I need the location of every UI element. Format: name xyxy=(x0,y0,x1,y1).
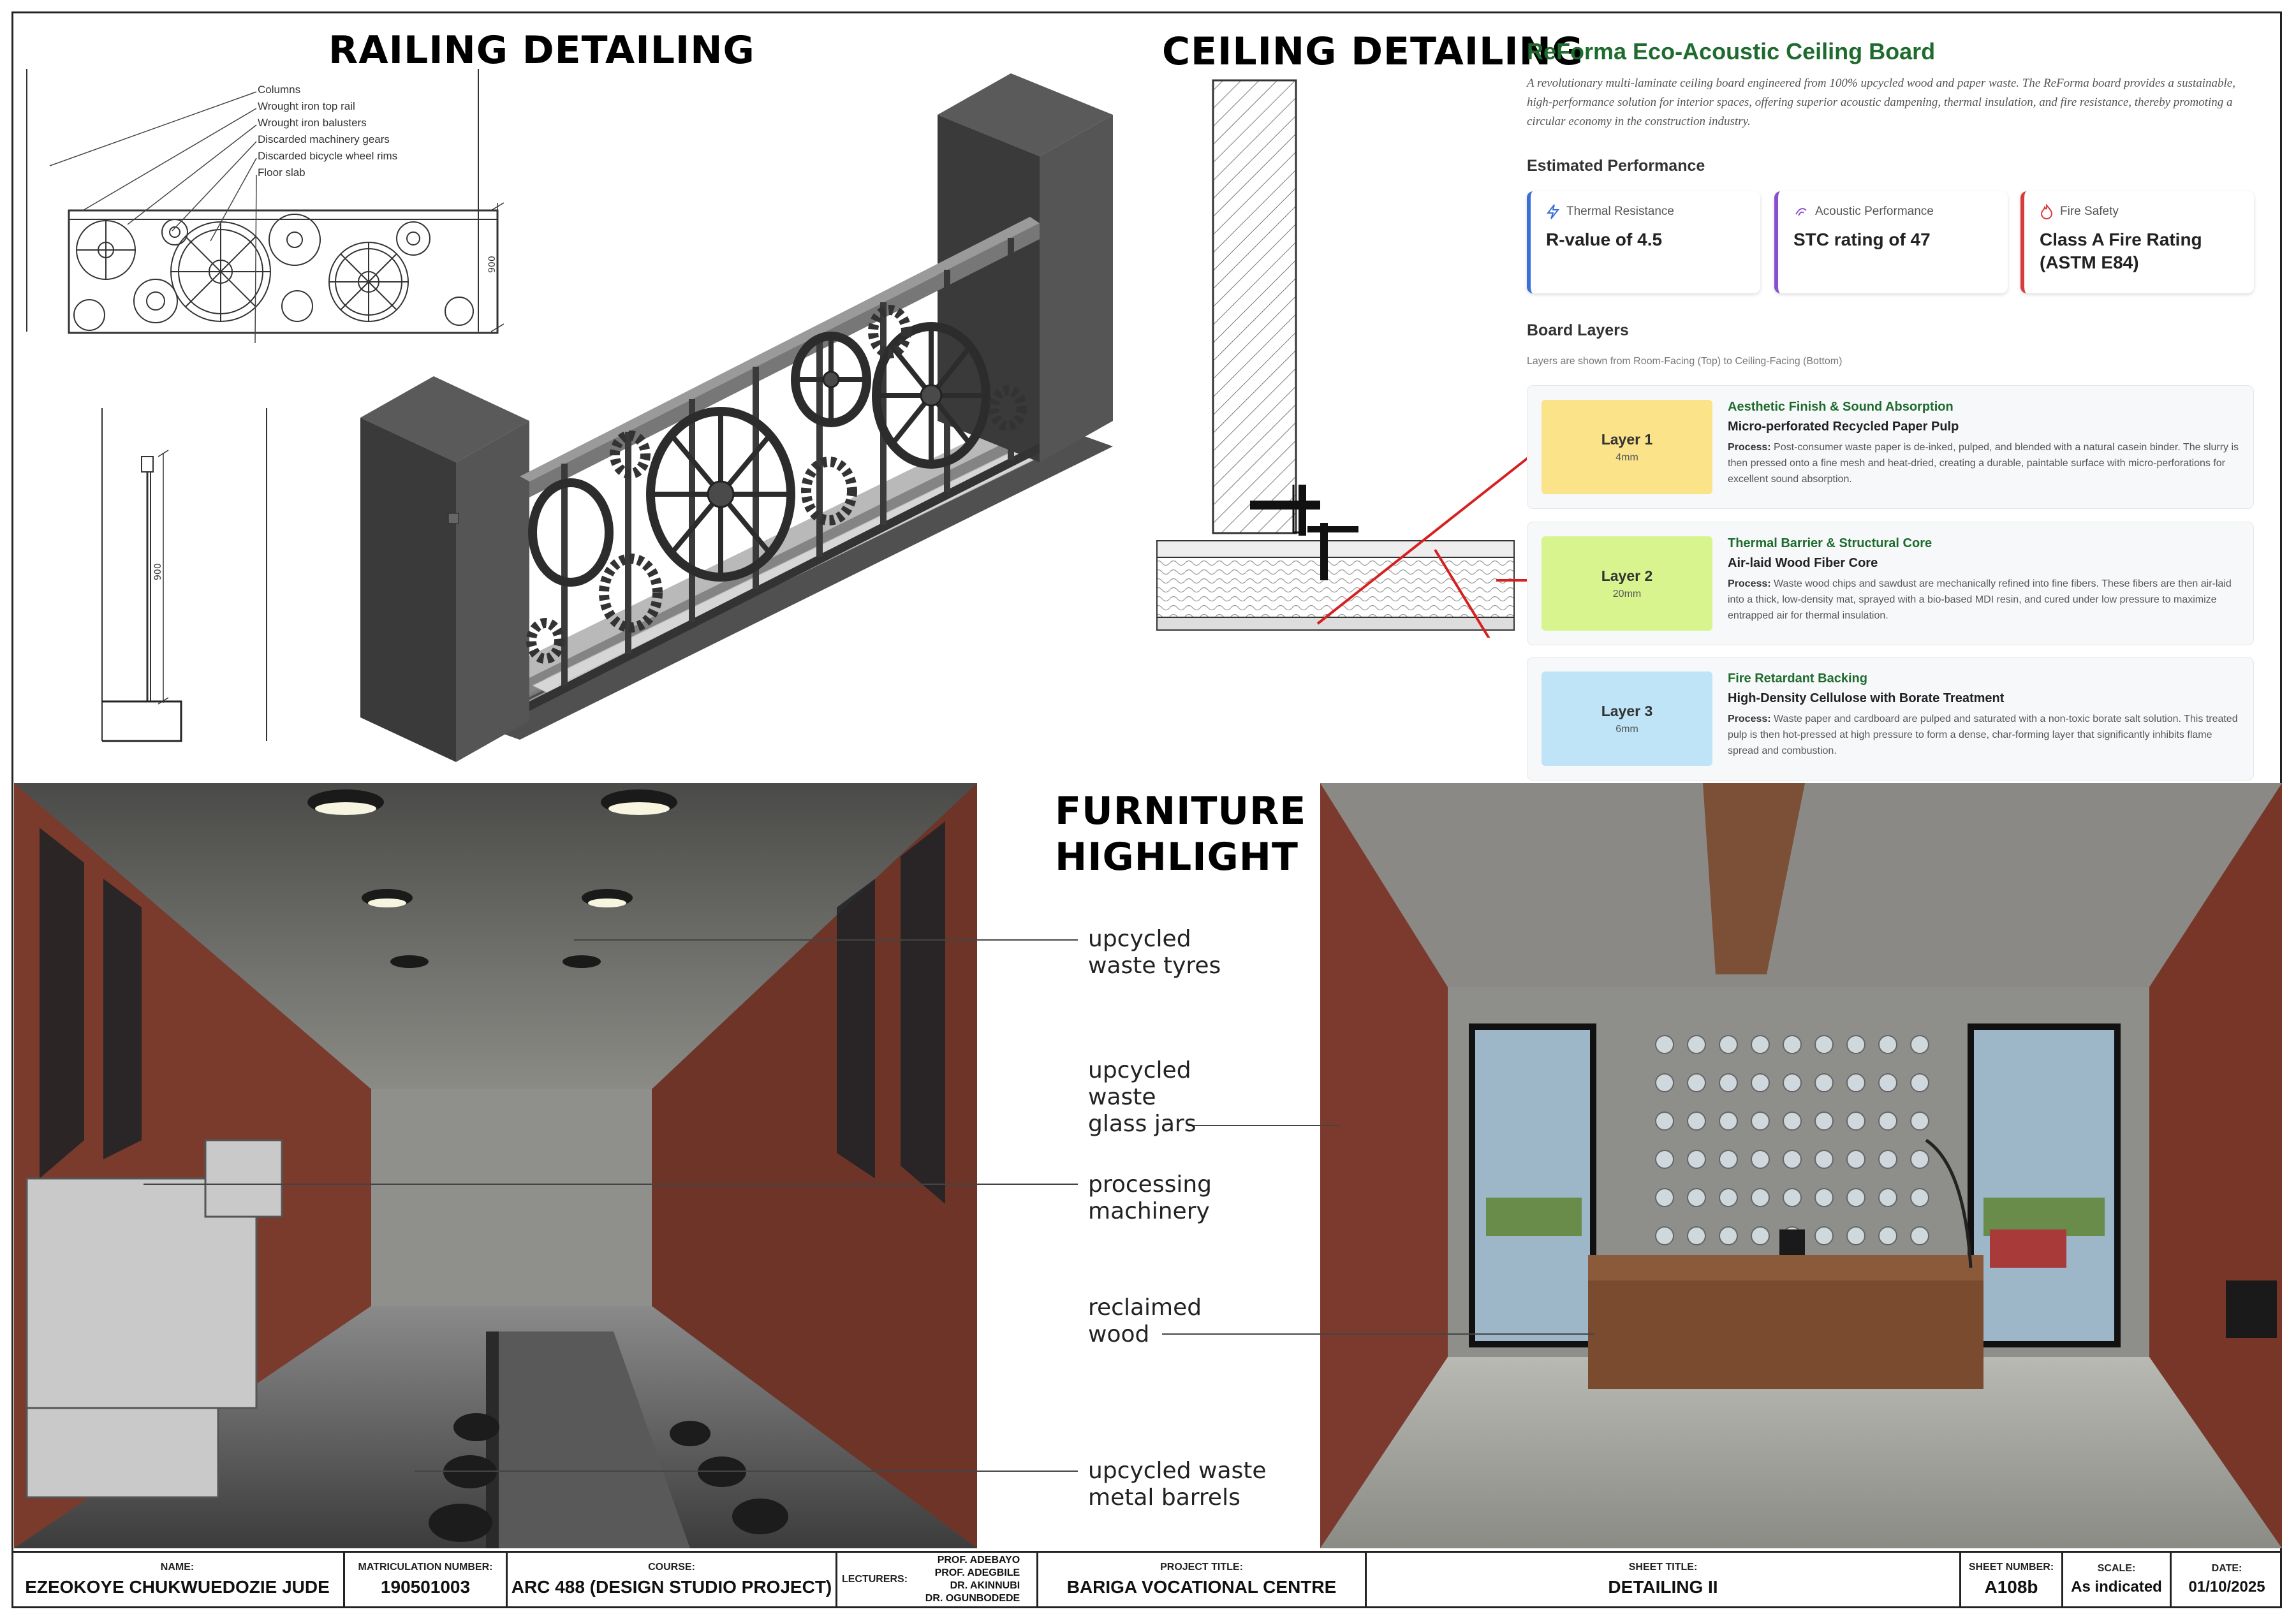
layer-2-title: Thermal Barrier & Structural Core xyxy=(1728,536,1932,550)
project-label: PROJECT TITLE: xyxy=(1160,1562,1243,1573)
scale-value: As indicated xyxy=(2071,1578,2162,1595)
course-label: COURSE: xyxy=(648,1562,695,1573)
titleblock-matric: MATRICULATION NUMBER: 190501003 xyxy=(343,1551,506,1608)
legend-gears: Discarded machinery gears xyxy=(258,133,390,145)
acoustic-label: Acoustic Performance xyxy=(1815,205,1934,218)
sheet-number: A108b xyxy=(1984,1577,2038,1597)
layer-2-chip: Layer 2 20mm xyxy=(1542,536,1712,631)
legend-top-rail: Wrought iron top rail xyxy=(258,100,355,112)
sheet-number-label: SHEET NUMBER: xyxy=(1968,1562,2054,1573)
layer-2-process: Waste wood chips and sawdust are mechani… xyxy=(1728,578,2232,621)
callout-reclaimed-wood: reclaimed wood xyxy=(1088,1295,1202,1347)
layer-2-process-label: Process: xyxy=(1728,578,1771,589)
layer-1-size: 4mm xyxy=(1615,451,1638,463)
layer-3-process-label: Process: xyxy=(1728,714,1771,724)
callout-processing-machinery: processing machinery xyxy=(1088,1171,1212,1224)
titleblock-name: NAME: EZEOKOYE CHUKWUEDOZIE JUDE xyxy=(11,1551,343,1608)
lecturer-3: DR. AKINNUBI xyxy=(950,1580,1020,1591)
layer-1-process: Post-consumer waste paper is de-inked, p… xyxy=(1728,442,2239,485)
layer-3-size: 6mm xyxy=(1615,723,1638,735)
lecturer-4: DR. OGUNBODEDE xyxy=(925,1593,1020,1604)
layer-3-subtitle: High-Density Cellulose with Borate Treat… xyxy=(1728,691,2005,705)
lecturer-2: PROF. ADEGBILE xyxy=(934,1567,1020,1578)
thermal-label: Thermal Resistance xyxy=(1566,205,1674,218)
acoustic-card: Acoustic Performance STC rating of 47 xyxy=(1774,191,2008,293)
matric-number: 190501003 xyxy=(380,1577,471,1597)
reception-render xyxy=(1320,783,2282,1548)
sheet-title-label: SHEET TITLE: xyxy=(1628,1562,1698,1573)
legend-floor-slab: Floor slab xyxy=(258,166,305,179)
ceiling-section-drawing xyxy=(1156,79,1531,638)
layer-1-subtitle: Micro-perforated Recycled Paper Pulp xyxy=(1728,420,1959,434)
titleblock-top-border xyxy=(11,1551,2282,1553)
layer-3-title: Fire Retardant Backing xyxy=(1728,671,1867,686)
layer-1-process-label: Process: xyxy=(1728,442,1771,453)
railing-section-drawing: 900 xyxy=(101,408,267,742)
titleblock-lecturers: PROF. ADEBAYO PROF. ADEGBILE DR. AKINNUB… xyxy=(912,1551,1033,1608)
fire-label: Fire Safety xyxy=(2060,205,2119,218)
callout-metal-barrels: upcycled waste metal barrels xyxy=(1088,1458,1267,1511)
board-layers-heading: Board Layers xyxy=(1527,321,1629,339)
thermal-card: Thermal Resistance R-value of 4.5 xyxy=(1527,191,1760,293)
furniture-title-line1: FURNITURE xyxy=(1055,789,1307,833)
railing-legend: Columns Wrought iron top rail Wrought ir… xyxy=(258,82,397,181)
layer-3-chip: Layer 3 6mm xyxy=(1542,671,1712,766)
titleblock-scale: SCALE: As indicated xyxy=(2061,1551,2170,1608)
date-value: 01/10/2025 xyxy=(2188,1578,2265,1595)
project-title: BARIGA VOCATIONAL CENTRE xyxy=(1066,1577,1337,1597)
ceiling-title: CEILING DETAILING xyxy=(1162,29,1584,74)
legend-columns: Columns xyxy=(258,84,301,96)
sound-wave-icon xyxy=(1795,208,1807,216)
performance-heading: Estimated Performance xyxy=(1527,157,1705,175)
reforma-description: A revolutionary multi-laminate ceiling b… xyxy=(1527,77,2235,128)
titleblock-project: PROJECT TITLE: BARIGA VOCATIONAL CENTRE xyxy=(1036,1551,1365,1608)
course-value: ARC 488 (DESIGN STUDIO PROJECT) xyxy=(511,1577,832,1597)
layer-card-1: Layer 1 4mm Aesthetic Finish & Sound Abs… xyxy=(1527,385,2254,509)
legend-wheel-rims: Discarded bicycle wheel rims xyxy=(258,150,398,162)
name-label: NAME: xyxy=(160,1562,195,1573)
titleblock-sheet-number: SHEET NUMBER: A108b xyxy=(1959,1551,2061,1608)
layer-3-process: Waste paper and cardboard are pulped and… xyxy=(1728,714,2238,756)
sheet-title: DETAILING II xyxy=(1608,1577,1718,1597)
titleblock-sheet-title: SHEET TITLE: DETAILING II xyxy=(1365,1551,1959,1608)
acoustic-value: STC rating of 47 xyxy=(1793,230,1931,249)
callout-waste-tyres: upcycled waste tyres xyxy=(1088,926,1221,979)
elevation-dimension-label: 900 xyxy=(487,256,497,273)
reforma-heading: ReForma Eco-Acoustic Ceiling Board xyxy=(1527,38,1936,64)
layer-2-size: 20mm xyxy=(1612,588,1642,599)
scale-label: SCALE: xyxy=(2097,1563,2136,1574)
board-layers-note: Layers are shown from Room-Facing (Top) … xyxy=(1527,356,1843,367)
callout-glass-jars: upcycled waste glass jars xyxy=(1088,1057,1196,1137)
student-name: EZEOKOYE CHUKWUEDOZIE JUDE xyxy=(25,1577,330,1597)
bolt-icon xyxy=(1546,204,1560,219)
titleblock-course: COURSE: ARC 488 (DESIGN STUDIO PROJECT) xyxy=(506,1551,835,1608)
matric-label: MATRICULATION NUMBER: xyxy=(358,1562,493,1573)
thermal-value: R-value of 4.5 xyxy=(1546,230,1663,249)
layer-3-name: Layer 3 xyxy=(1601,702,1653,719)
layer-2-name: Layer 2 xyxy=(1601,567,1653,584)
furniture-title-line2: HIGHLIGHT xyxy=(1055,835,1299,879)
furniture-title: FURNITURE HIGHLIGHT xyxy=(1055,788,1306,880)
flame-icon xyxy=(2040,204,2053,219)
layer-card-2: Layer 2 20mm Thermal Barrier & Structura… xyxy=(1527,522,2254,645)
layer-card-3: Layer 3 6mm Fire Retardant Backing High-… xyxy=(1527,657,2254,781)
section-dimension-label: 900 xyxy=(153,563,163,580)
titleblock-date: DATE: 01/10/2025 xyxy=(2170,1551,2282,1608)
legend-balusters: Wrought iron balusters xyxy=(258,117,367,129)
dining-hall-render xyxy=(14,783,977,1548)
titleblock-lecturers-label-cell: LECTURERS: xyxy=(835,1551,912,1608)
layer-1-title: Aesthetic Finish & Sound Absorption xyxy=(1728,400,1954,414)
layer-1-chip: Layer 1 4mm xyxy=(1542,400,1712,494)
layer-2-subtitle: Air-laid Wood Fiber Core xyxy=(1728,556,1878,570)
fire-card: Fire Safety Class A Fire Rating (ASTM E8… xyxy=(2020,191,2254,293)
lecturer-1: PROF. ADEBAYO xyxy=(937,1555,1020,1566)
railing-elevation-drawing: 900 xyxy=(26,69,504,344)
date-label: DATE: xyxy=(2211,1563,2242,1574)
fire-value: Class A Fire Rating (ASTM E84) xyxy=(2040,230,2202,272)
railing-3d-view xyxy=(360,73,1113,762)
railing-title: RAILING DETAILING xyxy=(328,28,755,73)
lecturers-label: LECTURERS: xyxy=(841,1574,908,1585)
layer-1-name: Layer 1 xyxy=(1601,430,1653,448)
